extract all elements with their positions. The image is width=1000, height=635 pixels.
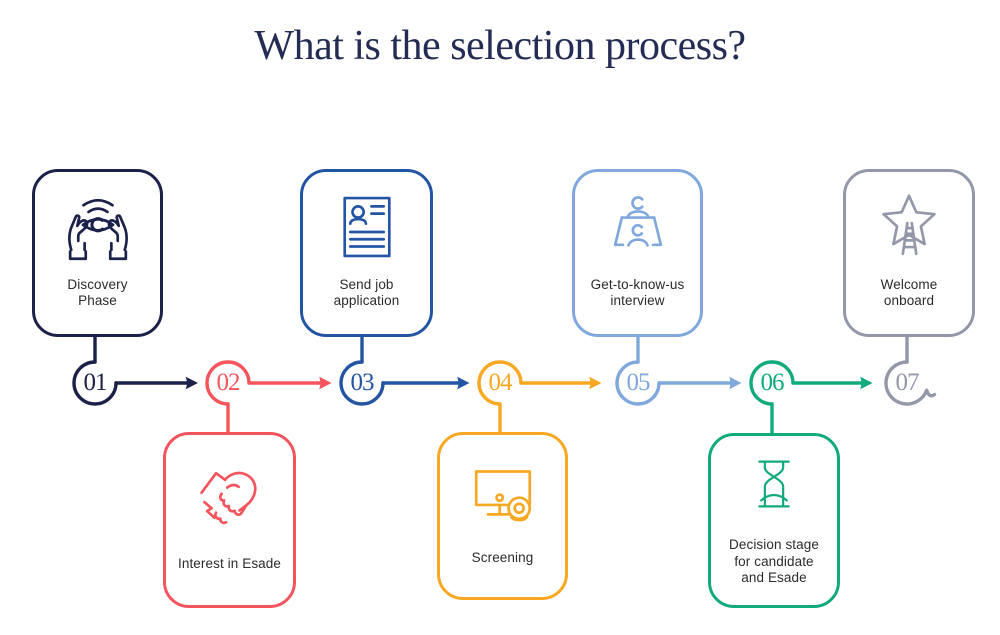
step-label-welcome-onboard: Welcome onboard — [880, 276, 938, 309]
step-number-3: 03 — [350, 369, 375, 396]
star-ladder-icon — [870, 188, 948, 266]
step-card-interest-in-esade: Interest in Esade — [163, 432, 296, 608]
monitor-webcam-icon — [464, 457, 542, 535]
step-label-decision-stage: Decision stage for candidate and Esade — [729, 536, 819, 586]
step-card-discovery-phase: Discovery Phase — [32, 169, 163, 337]
step-number-6: 06 — [760, 369, 785, 396]
step-label-send-job-application: Send job application — [333, 276, 400, 309]
step-card-send-job-application: Send job application — [300, 169, 433, 337]
step-card-screening: Screening — [437, 432, 568, 600]
step-card-decision-stage: Decision stage for candidate and Esade — [708, 433, 840, 608]
step-label-interview: Get-to-know-us interview — [590, 276, 685, 309]
step-label-interest-in-esade: Interest in Esade — [177, 556, 281, 572]
step-number-5: 05 — [626, 369, 651, 396]
resume-document-icon — [328, 188, 406, 266]
step-card-interview: Get-to-know-us interview — [572, 169, 703, 337]
step-label-screening: Screening — [471, 550, 534, 566]
step-card-welcome-onboard: Welcome onboard — [843, 169, 975, 337]
step-number-4: 04 — [488, 369, 513, 396]
interview-table-icon — [599, 188, 677, 266]
step-number-2: 02 — [216, 369, 241, 396]
step-number-1: 01 — [83, 369, 108, 396]
eye-in-hands-icon — [59, 188, 137, 266]
page-title: What is the selection process? — [254, 23, 746, 69]
handshake-icon — [191, 457, 269, 535]
step-number-7: 07 — [895, 369, 920, 396]
step-label-discovery-phase: Discovery Phase — [67, 276, 128, 309]
hourglass-icon — [742, 452, 806, 516]
